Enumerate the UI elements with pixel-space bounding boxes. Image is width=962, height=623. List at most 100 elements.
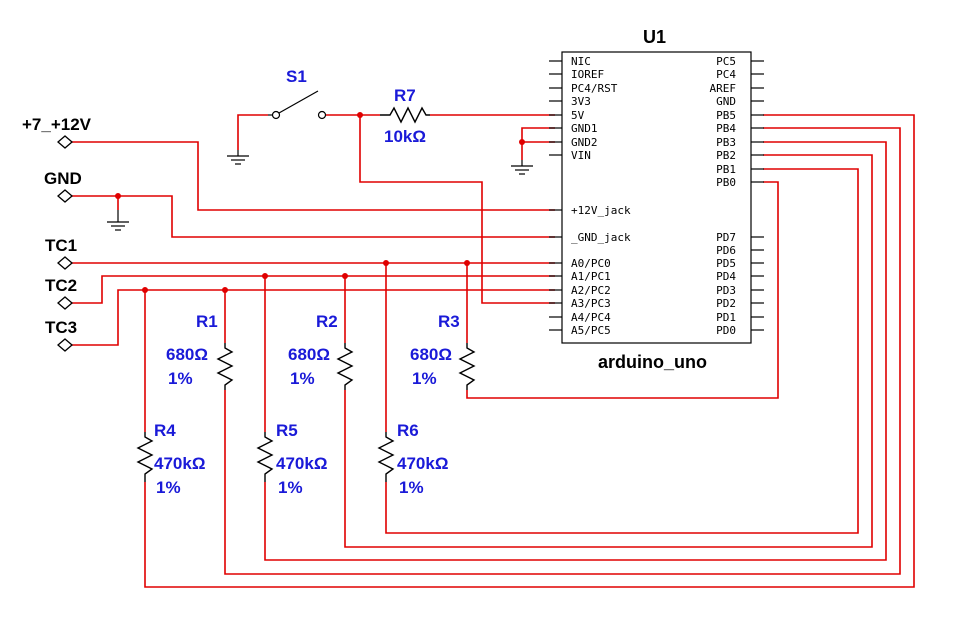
pin-label-right: PD3 xyxy=(716,284,736,297)
port-vin-label: +7_+12V xyxy=(22,115,92,134)
junction-dot xyxy=(262,273,268,279)
junction-dot xyxy=(115,193,121,199)
port-tc1-label: TC1 xyxy=(45,236,77,255)
pin-label-left: GND1 xyxy=(571,122,598,135)
resistor-r4: R4 470kΩ 1% xyxy=(136,421,205,497)
pin-label-left: NIC xyxy=(571,55,591,68)
r6-tol-label: 1% xyxy=(399,478,424,497)
junction-dot xyxy=(519,139,525,145)
resistor-r6: R6 470kΩ 1% xyxy=(377,421,448,497)
pin-label-right: PD6 xyxy=(716,244,736,257)
port-connector-icon xyxy=(57,338,73,352)
pin-label-right: PB4 xyxy=(716,122,736,135)
r5-value-label: 470kΩ xyxy=(276,454,327,473)
pin-label-left: A4/PC4 xyxy=(571,311,611,324)
chip-ref-label: U1 xyxy=(643,27,666,47)
port-tc3: TC3 xyxy=(45,318,77,352)
port-tc2-label: TC2 xyxy=(45,276,77,295)
r3-tol-label: 1% xyxy=(412,369,437,388)
pin-label-right: PD5 xyxy=(716,257,736,270)
r4-tol-label: 1% xyxy=(156,478,181,497)
pin-label-left: 5V xyxy=(571,109,585,122)
pin-label-left: +12V_jack xyxy=(571,204,631,217)
resistor-icon xyxy=(377,432,395,482)
resistor-icon xyxy=(216,343,234,390)
resistor-r5: R5 470kΩ 1% xyxy=(256,421,327,497)
r5-tol-label: 1% xyxy=(278,478,303,497)
r7-ref-label: R7 xyxy=(394,86,416,105)
junction-dot xyxy=(222,287,228,293)
resistor-icon xyxy=(458,343,476,390)
junction-dot xyxy=(142,287,148,293)
pin-label-right: PC5 xyxy=(716,55,736,68)
pin-label-left: VIN xyxy=(571,149,591,162)
r2-tol-label: 1% xyxy=(290,369,315,388)
s1-label: S1 xyxy=(286,67,307,86)
pin-label-right: PB0 xyxy=(716,176,736,189)
port-gnd: GND xyxy=(44,169,82,203)
port-vin: +7_+12V xyxy=(22,115,92,149)
junction-dot xyxy=(383,260,389,266)
junction-dot xyxy=(342,273,348,279)
resistor-r1: R1 680Ω 1% xyxy=(166,312,234,390)
switch-contact-icon xyxy=(271,110,281,120)
pin-label-left: A3/PC3 xyxy=(571,297,611,310)
pin-label-left: PC4/RST xyxy=(571,82,618,95)
port-connector-icon xyxy=(57,256,73,270)
resistor-icon xyxy=(136,432,154,482)
ground-icon xyxy=(227,150,249,165)
resistor-icon xyxy=(380,106,430,124)
pin-label-right: PD4 xyxy=(716,270,736,283)
pin-label-right: PB2 xyxy=(716,149,736,162)
pin-label-right: PD1 xyxy=(716,311,736,324)
pin-label-left: GND2 xyxy=(571,136,598,149)
r4-ref-label: R4 xyxy=(154,421,176,440)
port-gnd-label: GND xyxy=(44,169,82,188)
pin-label-left: A0/PC0 xyxy=(571,257,611,270)
pin-label-right: PB1 xyxy=(716,163,736,176)
r1-value-label: 680Ω xyxy=(166,345,208,364)
pin-label-left: IOREF xyxy=(571,68,604,81)
pin-label-left: A2/PC2 xyxy=(571,284,611,297)
pin-label-left: A1/PC1 xyxy=(571,270,611,283)
wires xyxy=(72,114,915,588)
r6-value-label: 470kΩ xyxy=(397,454,448,473)
r5-ref-label: R5 xyxy=(276,421,298,440)
pin-label-right: PD2 xyxy=(716,297,736,310)
r6-ref-label: R6 xyxy=(397,421,419,440)
switch-contact-icon xyxy=(317,110,327,120)
pin-label-right: PB5 xyxy=(716,109,736,122)
r1-ref-label: R1 xyxy=(196,312,218,331)
port-connector-icon xyxy=(57,296,73,310)
pin-label-right: PB3 xyxy=(716,136,736,149)
right-pin-group: PC5PC4AREFGNDPB5PB4PB3PB2PB1PB0PD7PD6PD5… xyxy=(710,55,764,337)
pin-label-right: PD0 xyxy=(716,324,736,337)
chip-type-label: arduino_uno xyxy=(598,352,707,372)
pin-label-left: A5/PC5 xyxy=(571,324,611,337)
ground-icon xyxy=(511,160,533,175)
r7-value-label: 10kΩ xyxy=(384,127,426,146)
r4-value-label: 470kΩ xyxy=(154,454,205,473)
ground-icon xyxy=(107,210,129,231)
junction-dot xyxy=(464,260,470,266)
pin-label-right: GND xyxy=(716,95,736,108)
port-tc3-label: TC3 xyxy=(45,318,77,337)
junctions xyxy=(115,112,525,293)
pin-label-right: AREF xyxy=(710,82,737,95)
chip-body xyxy=(561,51,752,344)
arduino-uno-chip: U1 arduino_uno NICIOREFPC4/RST3V35VGND1G… xyxy=(549,27,764,372)
pin-label-right: PD7 xyxy=(716,231,736,244)
resistor-icon xyxy=(256,432,274,482)
r1-tol-label: 1% xyxy=(168,369,193,388)
port-tc2: TC2 xyxy=(45,276,77,310)
port-tc1: TC1 xyxy=(45,236,77,270)
switch-lever-icon xyxy=(278,90,319,114)
pin-label-left: _GND_jack xyxy=(571,231,631,244)
resistor-icon xyxy=(336,343,354,390)
pin-label-left: 3V3 xyxy=(571,95,591,108)
switch-s1: S1 xyxy=(268,67,327,120)
r2-value-label: 680Ω xyxy=(288,345,330,364)
r3-value-label: 680Ω xyxy=(410,345,452,364)
